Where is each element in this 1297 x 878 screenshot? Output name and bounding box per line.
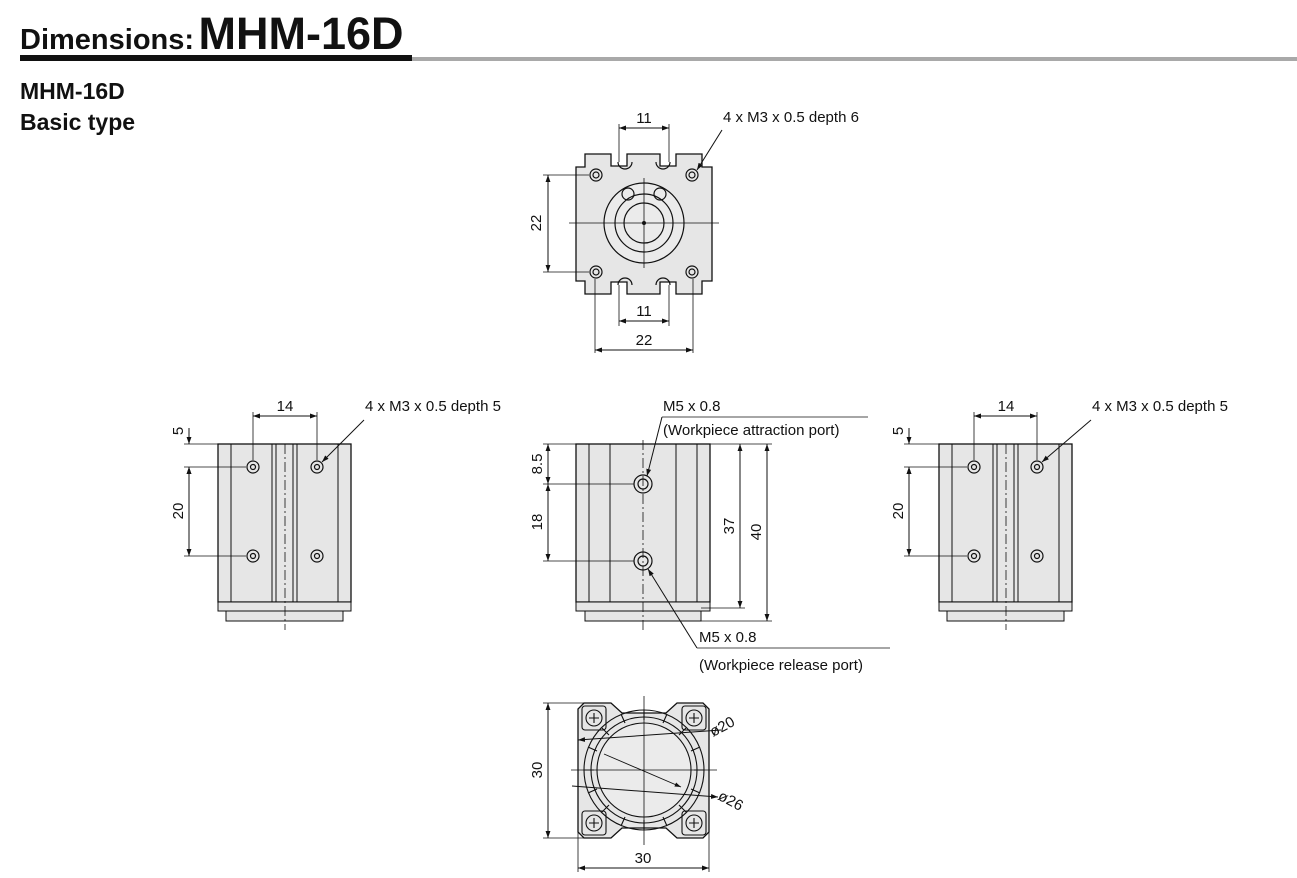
subtitle-model: MHM-16D (20, 78, 125, 104)
front-view: M5 x 0.8 (Workpiece attraction port) M5 … (529, 398, 890, 674)
top-dim-width-top: 11 (636, 110, 652, 127)
left-dim-top: 14 (277, 398, 294, 415)
left-dim-pitch: 20 (170, 503, 187, 520)
page-title: Dimensions: MHM-16D (20, 8, 404, 60)
title-prefix: Dimensions: (20, 24, 195, 56)
bottom-dim-width: 30 (635, 850, 652, 867)
front-dim-pitch: 18 (529, 514, 546, 531)
front-dim-offset: 8.5 (529, 454, 546, 475)
front-dim-total: 40 (748, 524, 765, 541)
front-dim-body: 37 (721, 518, 738, 535)
top-dim-height: 22 (528, 215, 545, 232)
top-dim-width-overall: 22 (636, 332, 653, 349)
top-dim-width-bottom: 11 (636, 303, 652, 320)
top-view: 11 11 22 22 4 x M3 x 0.5 depth 6 (528, 109, 859, 353)
left-dim-offset: 5 (170, 427, 187, 435)
front-port-bottom-spec: M5 x 0.8 (699, 629, 757, 646)
front-port-top-name: (Workpiece attraction port) (663, 422, 839, 439)
title-rule-gray (412, 57, 1297, 61)
right-dim-pitch: 20 (890, 503, 907, 520)
bottom-dim-inner: ø20 (707, 713, 738, 740)
right-dim-top: 14 (998, 398, 1015, 415)
bottom-dim-outer: ø26 (715, 788, 746, 815)
left-callout: 4 x M3 x 0.5 depth 5 (365, 398, 501, 415)
right-dim-offset: 5 (890, 427, 907, 435)
title-model: MHM-16D (198, 8, 404, 59)
left-view: 14 5 20 4 x M3 x 0.5 depth 5 (170, 398, 501, 630)
top-callout: 4 x M3 x 0.5 depth 6 (723, 109, 859, 126)
front-port-top-spec: M5 x 0.8 (663, 398, 721, 415)
front-port-bottom-name: (Workpiece release port) (699, 657, 863, 674)
right-view: 14 5 20 4 x M3 x 0.5 depth 5 (890, 398, 1228, 630)
bottom-view: ø20 ø26 30 30 (529, 696, 746, 872)
title-rule-dark (20, 55, 412, 61)
bottom-dim-height: 30 (529, 762, 546, 779)
right-callout: 4 x M3 x 0.5 depth 5 (1092, 398, 1228, 415)
subtitle-type: Basic type (20, 109, 136, 135)
